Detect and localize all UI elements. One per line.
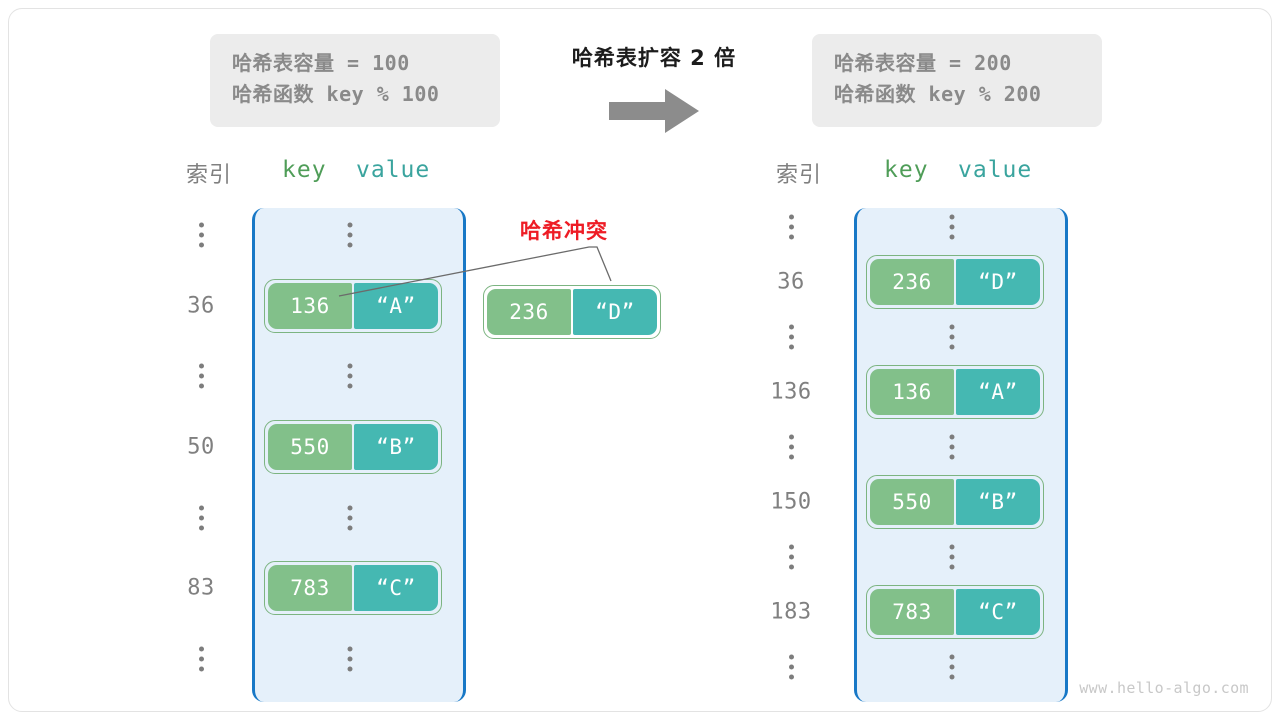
left-index-ellipsis [161, 505, 241, 531]
colliding-pair[interactable]: 236 “D” [483, 285, 661, 339]
left-pair[interactable]: 136“A” [264, 278, 442, 333]
right-pair-key: 236 [870, 259, 954, 306]
left-key-header: key [282, 157, 327, 183]
left-pair-key: 136 [268, 282, 352, 329]
right-pair-value: “D” [956, 259, 1040, 306]
left-index-ellipsis [161, 646, 241, 672]
right-capacity-line: 哈希表容量 = 200 [834, 51, 1012, 75]
left-value-header: value [356, 157, 431, 183]
right-value-header: value [958, 157, 1033, 183]
right-hash-function-line: 哈希函数 key % 200 [834, 82, 1042, 106]
right-pair[interactable]: 136“A” [866, 365, 1044, 420]
right-pair-key: 783 [870, 588, 954, 635]
left-index-label: 83 [187, 575, 215, 601]
left-index-ellipsis [161, 363, 241, 389]
collision-label: 哈希冲突 [520, 219, 608, 243]
left-hash-function-line: 哈希函数 key % 100 [232, 82, 440, 106]
left-capacity-line: 哈希表容量 = 100 [232, 51, 410, 75]
right-pair-value: “C” [956, 588, 1040, 635]
right-bucket-ellipsis [949, 544, 955, 570]
right-pair[interactable]: 783“C” [866, 584, 1044, 639]
left-bucket-ellipsis [347, 363, 353, 389]
left-pair-value: “B” [354, 424, 438, 470]
colliding-pair-key: 236 [487, 289, 571, 335]
right-index-header: 索引 [775, 163, 822, 188]
left-index-label: 36 [187, 293, 215, 319]
right-index-ellipsis [751, 214, 831, 240]
right-index-ellipsis [751, 324, 831, 350]
left-index-label: 50 [187, 434, 215, 460]
right-index-label: 36 [777, 269, 805, 295]
right-hashtable-info-box: 哈希表容量 = 200 哈希函数 key % 200 [812, 34, 1102, 127]
left-index-ellipsis [161, 222, 241, 248]
left-pair-value: “A” [354, 282, 438, 329]
right-index-ellipsis [751, 654, 831, 680]
colliding-pair-value: “D” [573, 289, 657, 335]
right-bucket-ellipsis [949, 324, 955, 350]
left-pair[interactable]: 783“C” [264, 561, 442, 616]
left-pair-value: “C” [354, 565, 438, 612]
left-bucket-ellipsis [347, 222, 353, 248]
left-pair-key: 783 [268, 565, 352, 612]
right-pair-key: 136 [870, 369, 954, 416]
left-bucket-ellipsis [347, 646, 353, 672]
expand-caption: 哈希表扩容 2 倍 [571, 46, 737, 70]
right-bucket-ellipsis [949, 654, 955, 680]
right-index-ellipsis [751, 434, 831, 460]
left-hashtable-info-box: 哈希表容量 = 100 哈希函数 key % 100 [210, 34, 500, 127]
right-bucket-ellipsis [949, 434, 955, 460]
watermark: www.hello-algo.com [1079, 679, 1249, 697]
right-pair-key: 550 [870, 478, 954, 525]
right-index-ellipsis [751, 544, 831, 570]
right-pair[interactable]: 236“D” [866, 255, 1044, 310]
right-pair[interactable]: 550“B” [866, 474, 1044, 529]
right-pair-value: “A” [956, 369, 1040, 416]
left-index-header: 索引 [185, 163, 232, 188]
left-pair-key: 550 [268, 424, 352, 470]
right-key-header: key [884, 157, 929, 183]
right-index-label: 150 [770, 489, 812, 515]
right-bucket-ellipsis [949, 214, 955, 240]
right-index-label: 183 [770, 599, 812, 625]
left-pair[interactable]: 550“B” [264, 420, 442, 474]
right-pair-value: “B” [956, 478, 1040, 525]
right-index-label: 136 [770, 379, 812, 405]
left-bucket-ellipsis [347, 505, 353, 531]
diagram-frame: 哈希表容量 = 100 哈希函数 key % 100 哈希表扩容 2 倍 哈希表… [8, 8, 1272, 712]
right-arrow-icon [607, 87, 701, 135]
